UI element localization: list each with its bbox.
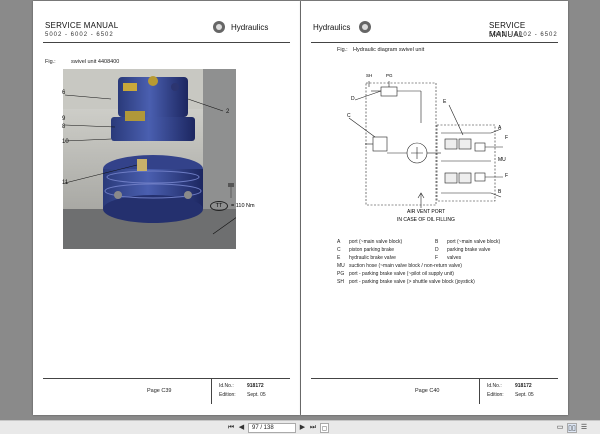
label-b: B [498, 189, 502, 195]
page-footer: Page C40 Id.No.: 918172 Edition: Sept. 0… [311, 378, 558, 404]
edition-value: Sept. 05 [515, 392, 534, 398]
callout-8: 8 [62, 124, 66, 130]
legend-value: piston parking brake [349, 247, 395, 253]
callout-6: 6 [62, 90, 66, 96]
page-number-input[interactable]: 97 / 138 [248, 423, 296, 433]
legend-value: suction hose (~main valve block / non-re… [349, 263, 462, 269]
legend-key: D [435, 247, 439, 253]
id-label: Id.No.: [487, 383, 502, 389]
section-title: Hydraulics [313, 23, 351, 32]
legend-value: port (~main valve block) [447, 239, 501, 245]
legend-row: E hydraulic brake valve F valves [337, 255, 537, 263]
legend-key: E [337, 255, 341, 261]
label-mu: MU [498, 157, 506, 163]
edition-value: Sept. 05 [247, 392, 266, 398]
bolt-icon [227, 183, 235, 199]
label-pg: PG [386, 73, 393, 78]
legend-value: port - parking brake valve (> shuttle va… [349, 279, 475, 285]
label-e: E [443, 99, 447, 105]
legend-key: F [435, 255, 439, 261]
id-number: 918172 [515, 383, 532, 389]
torque-code: TT [210, 201, 228, 211]
section-logo-icon [359, 21, 371, 33]
fig-label: Fig.: [337, 47, 348, 53]
label-f-bottom: F [505, 173, 509, 179]
oil-filling-note: IN CASE OF OIL FILLING [397, 217, 455, 223]
legend-value: parking brake valve [447, 247, 491, 253]
page-c39: SERVICE MANUAL 5002 - 6002 - 6502 Hydrau… [33, 1, 300, 415]
legend-row: SH port - parking brake valve (> shuttle… [337, 279, 537, 287]
callout-11: 11 [62, 180, 69, 186]
two-page-view-icon[interactable]: ▯▯ [567, 423, 577, 433]
legend-value: port - parking brake valve (~pilot oil s… [349, 271, 454, 277]
callout-2: 2 [226, 109, 230, 115]
label-sh: SH [366, 73, 373, 78]
legend-row: A port (~main valve block) B port (~main… [337, 239, 537, 247]
fig-caption: Hydraulic diagram swivel unit [353, 47, 425, 53]
fit-page-icon[interactable]: ▢ [320, 423, 329, 433]
legend-key: C [337, 247, 341, 253]
page-number: Page C40 [415, 388, 440, 394]
single-page-view-icon[interactable]: ▭ [556, 424, 564, 431]
legend-key: MU [337, 263, 345, 269]
legend-key: PG [337, 271, 345, 277]
id-number: 918172 [247, 383, 264, 389]
section-title: Hydraulics [231, 23, 269, 32]
label-f-top: F [505, 135, 509, 141]
label-d: D [351, 96, 355, 102]
manual-title: SERVICE MANUAL [489, 21, 526, 39]
legend-value: hydraulic brake valve [349, 255, 396, 261]
air-vent-note: AIR VENT PORT [407, 209, 446, 215]
edition-label: Edition: [487, 392, 504, 398]
hydraulic-diagram: SH PG D C E A F MU F B AIR VENT PORT IN … [341, 73, 516, 223]
first-page-icon[interactable]: ⏮ [227, 424, 235, 431]
manual-title: SERVICE MANUAL [45, 21, 119, 30]
callout-10: 10 [62, 139, 69, 145]
page-header: SERVICE MANUAL 5002 - 6002 - 6502 Hydrau… [43, 17, 290, 43]
legend-key: SH [337, 279, 344, 285]
fig-label: Fig.: [45, 59, 56, 65]
legend-value: valves [447, 255, 462, 261]
legend-key: B [435, 239, 439, 245]
page-header: Hydraulics SERVICE MANUAL 5002 - 6002 - … [311, 17, 558, 43]
callout-9: 9 [62, 116, 66, 122]
legend-key: A [337, 239, 341, 245]
label-a: A [498, 125, 502, 131]
label-c: C [347, 113, 351, 119]
viewer-toolbar: ⏮ ◀ 97 / 138 ▶ ⏭ ▢ ▭ ▯▯ ☰ [0, 420, 600, 434]
legend: A port (~main valve block) B port (~main… [337, 239, 537, 287]
legend-row: PG port - parking brake valve (~pilot oi… [337, 271, 537, 279]
legend-row: MU suction hose (~main valve block / non… [337, 263, 537, 271]
id-label: Id.No.: [219, 383, 234, 389]
continuous-view-icon[interactable]: ☰ [580, 424, 588, 431]
prev-page-icon[interactable]: ◀ [238, 424, 245, 431]
last-page-icon[interactable]: ⏭ [309, 424, 317, 431]
page-c40: Hydraulics SERVICE MANUAL 5002 - 6002 - … [301, 1, 568, 415]
swivel-unit-photo [63, 69, 236, 249]
next-page-icon[interactable]: ▶ [299, 424, 306, 431]
section-logo-icon [213, 21, 225, 33]
fig-caption: swivel unit 4408400 [71, 59, 120, 65]
page-footer: Page C39 Id.No.: 918172 Edition: Sept. 0… [43, 378, 290, 404]
edition-label: Edition: [219, 392, 236, 398]
page-number: Page C39 [147, 388, 172, 394]
legend-row: C piston parking brake D parking brake v… [337, 247, 537, 255]
legend-value: port (~main valve block) [349, 239, 403, 245]
model-numbers: 5002 - 6002 - 6502 [45, 32, 114, 38]
document-viewer[interactable]: SERVICE MANUAL 5002 - 6002 - 6502 Hydrau… [0, 0, 600, 420]
torque-value: = 110 Nm [231, 203, 255, 209]
model-numbers: 5002 - 6002 - 6502 [489, 32, 558, 38]
